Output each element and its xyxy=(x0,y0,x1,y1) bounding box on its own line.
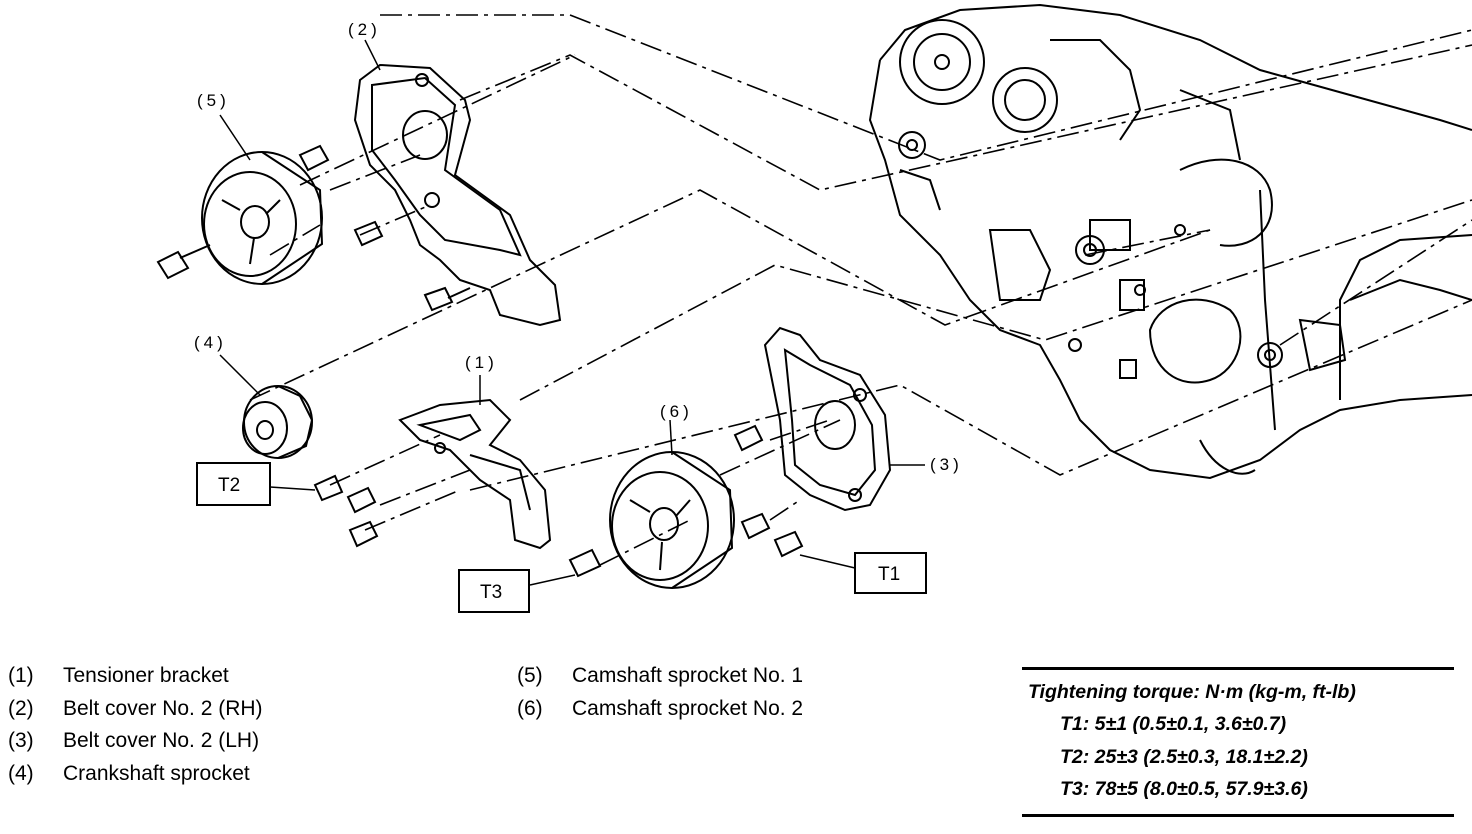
guide-lines xyxy=(249,14,1472,566)
bolts-cover-rh xyxy=(298,144,471,312)
legend-num: (5) xyxy=(517,664,543,687)
callout-2: (2) xyxy=(348,20,381,39)
legend-item: (5) Camshaft sprocket No. 1 xyxy=(517,660,803,693)
torque-title: Tightening torque: N·m (kg-m, ft-lb) xyxy=(1028,681,1356,703)
legend-item: (4) Crankshaft sprocket xyxy=(8,758,263,791)
legend-text: Camshaft sprocket No. 2 xyxy=(572,696,804,720)
callout-6: (6) xyxy=(660,402,693,421)
callout-3: (3) xyxy=(930,455,963,474)
camshaft-sprocket-2 xyxy=(609,451,735,589)
legend-text: Camshaft sprocket No. 1 xyxy=(572,664,804,687)
torque-t1: T1: 5±1 (0.5±0.1, 3.6±0.7) xyxy=(1060,713,1287,735)
parts-legend-right: (5) Camshaft sprocket No. 1 (6) Camshaft s… xyxy=(517,660,803,725)
torque-box-t2 xyxy=(196,462,271,506)
leader-lines xyxy=(219,39,925,586)
legend-text: Tensioner bracket xyxy=(63,664,229,687)
legend-num: (4) xyxy=(8,761,34,785)
engine-block xyxy=(868,3,1472,480)
legend-item: (6) Camshaft sprocket No. 2 xyxy=(517,693,803,726)
callout-4: (4) xyxy=(194,333,227,352)
torque-box-t1 xyxy=(854,552,927,594)
legend-item: (1) Tensioner bracket xyxy=(8,660,263,693)
torque-label-t3: T3 xyxy=(480,582,502,603)
bolt-sprocket-2 xyxy=(568,548,602,578)
legend-num: (2) xyxy=(8,696,34,720)
crankshaft-sprocket xyxy=(242,385,314,459)
bolt-sprocket-1 xyxy=(156,244,211,280)
belt-cover-lh xyxy=(763,326,892,512)
belt-cover-rh xyxy=(353,63,562,327)
bolts-cover-lh xyxy=(733,424,804,558)
torque-t2: T2: 25±3 (2.5±0.3, 18.1±2.2) xyxy=(1060,745,1308,768)
torque-label-t2: T2 xyxy=(218,475,240,496)
bolts-tensioner xyxy=(313,474,379,548)
torque-t3: T3: 78±5 (8.0±0.5, 57.9±3.6) xyxy=(1060,778,1308,800)
callout-1: (1) xyxy=(465,353,498,372)
legend-text: Belt cover No. 2 (LH) xyxy=(63,729,260,752)
torque-spec-table: Tightening torque: N·m (kg-m, ft-lb) T1:… xyxy=(1022,667,1454,817)
tensioner-bracket xyxy=(398,398,552,550)
legend-text: Crankshaft sprocket xyxy=(63,761,250,785)
torque-box-t3 xyxy=(458,569,530,613)
legend-num: (1) xyxy=(8,664,34,687)
torque-label-t1: T1 xyxy=(878,564,900,585)
exploded-diagram: (2) (5) (4) (1) (6) (3) T2 T3 T1 xyxy=(156,3,1472,613)
legend-num: (3) xyxy=(8,729,34,752)
callout-5: (5) xyxy=(197,91,230,110)
legend-item: (2) Belt cover No. 2 (RH) xyxy=(8,693,263,726)
parts-legend-left: (1) Tensioner bracket (2) Belt cover No. 2… xyxy=(8,660,263,790)
legend-num: (6) xyxy=(517,696,543,720)
legend-text: Belt cover No. 2 (RH) xyxy=(63,696,263,720)
camshaft-sprocket-1 xyxy=(201,151,324,285)
legend-item: (3) Belt cover No. 2 (LH) xyxy=(8,725,263,758)
